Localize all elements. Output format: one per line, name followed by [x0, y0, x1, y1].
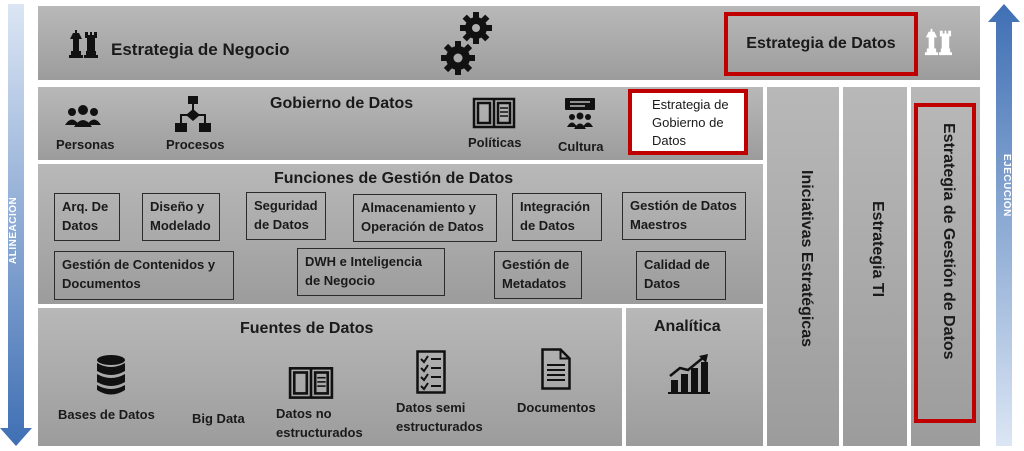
- governance-item-people: Personas: [56, 137, 115, 152]
- data-sources-panel: Fuentes de Datos Bases de Datos Big Data…: [38, 308, 622, 446]
- business-strategy-label: Estrategia de Negocio: [111, 40, 290, 59]
- function-box-integration: Integración de Datos: [512, 193, 602, 241]
- function-box-metadata: Gestión de Metadatos: [494, 251, 582, 299]
- function-box-storage: Almacenamiento y Operación de Datos: [353, 194, 497, 242]
- data-management-functions-panel: Funciones de Gestión de Datos Arq. De Da…: [38, 164, 763, 304]
- data-strategy-box: Estrategia de Datos: [724, 12, 918, 76]
- gears-icon: [441, 12, 492, 75]
- chess-pieces-white-icon: [924, 28, 952, 56]
- flowchart-icon: [175, 96, 211, 132]
- presentation-icon: [565, 98, 595, 129]
- data-governance-title: Gobierno de Datos: [270, 95, 414, 112]
- governance-item-policies: Políticas: [468, 135, 522, 150]
- strategic-initiatives-label: Iniciativas Estratégicas: [798, 169, 815, 347]
- function-box-quality: Calidad de Datos: [636, 251, 726, 300]
- data-strategy-label: Estrategia de Datos: [746, 35, 896, 52]
- function-box-design: Diseño y Modelado: [142, 193, 220, 241]
- it-strategy-column: Estrategia TI: [843, 87, 907, 446]
- analytics-title: Analítica: [654, 318, 721, 335]
- function-box-master-data: Gestión de Datos Maestros: [622, 192, 746, 240]
- function-box-content: Gestión de Contenidos y Documentos: [54, 251, 234, 300]
- document-icon: [541, 348, 571, 390]
- source-item-documents: Documentos: [517, 400, 596, 415]
- data-management-strategy-label: Estrategia de Gestión de Datos: [940, 123, 957, 360]
- book-icon: [288, 367, 334, 399]
- functions-title: Funciones de Gestión de Datos: [274, 170, 514, 187]
- function-box-architecture: Arq. De Datos: [54, 193, 120, 241]
- database-icon: [97, 355, 125, 395]
- analytics-panel: Analítica: [626, 308, 763, 446]
- data-management-strategy-box: Estrategia de Gestión de Datos: [914, 103, 976, 423]
- data-management-strategy-column: Estrategia de Gestión de Datos: [911, 87, 980, 446]
- business-strategy-panel: Estrategia de Negocio Estrategia de Dato…: [38, 6, 980, 80]
- governance-item-culture: Cultura: [558, 139, 604, 154]
- governance-item-processes: Procesos: [166, 137, 225, 152]
- it-strategy-label: Estrategia TI: [869, 201, 886, 298]
- data-governance-panel: Gobierno de Datos Personas Procesos Polí…: [38, 87, 763, 160]
- book-icon: [472, 97, 516, 129]
- function-box-security: Seguridad de Datos: [246, 192, 326, 240]
- source-item-unstructured: Datos no estructurados: [276, 406, 363, 440]
- source-item-big-data: Big Data: [192, 411, 245, 426]
- source-item-semi-structured: Datos semi estructurados: [396, 400, 483, 434]
- alignment-label: ALINEACIÓN: [8, 196, 19, 264]
- chess-pieces-icon: [69, 30, 98, 58]
- source-item-databases: Bases de Datos: [58, 407, 155, 422]
- execution-label: EJECUCIÓN: [1001, 154, 1012, 217]
- people-icon: [65, 105, 101, 127]
- governance-strategy-label: Estrategia de Gobierno de Datos: [652, 97, 729, 148]
- bar-chart-icon: [668, 354, 710, 394]
- strategic-initiatives-column: Iniciativas Estratégicas: [767, 87, 839, 446]
- execution-arrow: EJECUCIÓN: [988, 4, 1020, 446]
- data-sources-title: Fuentes de Datos: [240, 320, 374, 337]
- alignment-arrow: ALINEACIÓN: [0, 4, 32, 446]
- governance-strategy-box: Estrategia de Gobierno de Datos: [628, 89, 748, 155]
- checklist-icon: [416, 350, 446, 394]
- function-box-dwh: DWH e Inteligencia de Negocio: [297, 248, 445, 296]
